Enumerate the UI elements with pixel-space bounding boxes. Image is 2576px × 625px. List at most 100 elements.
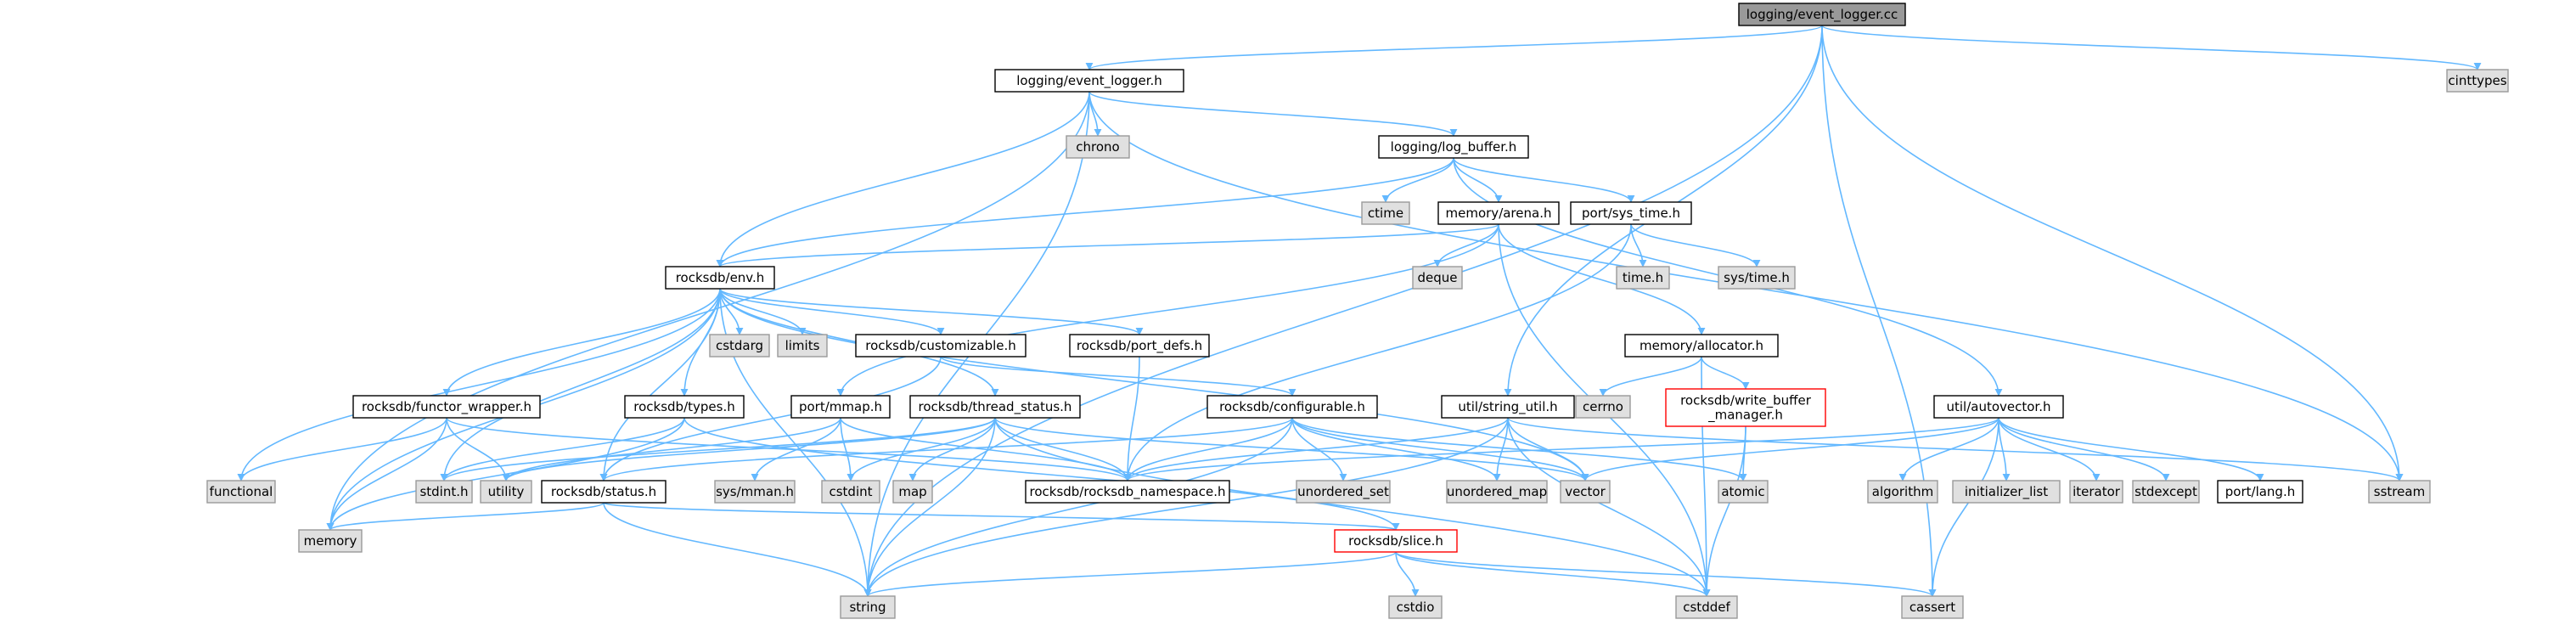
node-rocksdb-configurable-h[interactable]: rocksdb/configurable.h [1206,395,1378,419]
edge-logging-event-logger-h-to-rocksdb-env-h [716,91,1090,267]
node-algorithm: algorithm [1867,480,1938,504]
node-box-logging-event-logger-cc [1738,3,1906,26]
edge-memory-arena-h-to-memory-allocator-h [1498,223,1706,335]
node-rocksdb-slice-h[interactable]: rocksdb/slice.h [1334,529,1458,553]
node-label-vector: vector [1565,484,1606,499]
edge-util-autovector-h-to-port-lang-h [1998,417,2264,481]
edge-rocksdb-configurable-h-to-string [863,417,1293,597]
node-rocksdb-port-defs-h[interactable]: rocksdb/port_defs.h [1069,334,1210,358]
edge-logging-event-logger-cc-to-sstream [1821,25,2404,481]
edge-rocksdb-configurable-h-to-rocksdb-status-h [599,417,1293,481]
node-box-cstdio [1388,595,1443,619]
edge-port-sys-time-h-to-rocksdb-rocksdb-namespace-h [1123,223,1632,481]
node-box-rocksdb-port-defs-h [1069,334,1210,358]
edge-rocksdb-thread-status-h-to-cstdint [846,417,996,481]
node-box-algorithm [1867,480,1938,504]
edge-logging-event-logger-cc-to-string [863,25,1823,597]
node-label-rocksdb-types-h: rocksdb/types.h [633,399,734,414]
edge-logging-log-buffer-h-to-rocksdb-env-h [716,157,1454,267]
node-box-cstdint [821,480,880,504]
node-rocksdb-env-h[interactable]: rocksdb/env.h [665,266,775,290]
edges-layer [237,25,2482,597]
node-rocksdb-write-buffer-manager-h[interactable]: rocksdb/write_buffer_manager.h [1665,388,1826,427]
edge-rocksdb-slice-h-to-cstddef [1395,551,1711,597]
node-box-vector [1560,480,1611,504]
node-label-algorithm: algorithm [1872,484,1933,499]
node-label-rocksdb-thread-status-h: rocksdb/thread_status.h [919,399,1072,415]
node-rocksdb-thread-status-h[interactable]: rocksdb/thread_status.h [909,395,1081,419]
node-label-map: map [898,484,926,499]
node-label-memory-allocator-h: memory/allocator.h [1640,338,1763,353]
edge-util-string-util-h-to-sstream [1507,417,2404,481]
node-box-stdexcept [2132,480,2200,504]
node-label-memory: memory [304,533,357,549]
edge-rocksdb-env-h-to-vector [719,288,1589,481]
node-label-sys-time-h: sys/time.h [1724,270,1790,285]
node-port-mmap-h[interactable]: port/mmap.h [790,395,891,419]
node-vector: vector [1560,480,1611,504]
node-iterator: iterator [2069,480,2123,504]
node-box-rocksdb-customizable-h [855,334,1026,358]
edge-rocksdb-thread-status-h-to-string [863,417,996,597]
node-cinttypes: cinttypes [2446,69,2509,93]
edge-rocksdb-thread-status-h-to-cstddef [994,417,1711,597]
edge-util-string-util-h-to-string [863,417,1509,597]
node-logging-event-logger-cc: logging/event_logger.cc [1738,3,1906,26]
node-label-cstdarg: cstdarg [716,338,763,353]
node-rocksdb-functor-wrapper-h[interactable]: rocksdb/functor_wrapper.h [352,395,541,419]
node-label-cstddef: cstddef [1683,600,1730,615]
node-util-string-util-h[interactable]: util/string_util.h [1441,395,1575,419]
edge-rocksdb-status-h-to-rocksdb-slice-h [603,502,1399,531]
edge-port-mmap-h-to-utility [502,417,841,481]
node-box-functional [206,480,276,504]
edge-rocksdb-configurable-h-to-rocksdb-rocksdb-namespace-h [1123,417,1293,481]
edge-rocksdb-types-h-to-stdint-h [440,417,685,481]
node-box-memory [298,529,363,553]
edge-rocksdb-env-h-to-rocksdb-status-h [599,288,721,481]
node-util-autovector-h[interactable]: util/autovector.h [1933,395,2064,419]
node-box-cassert [1901,595,1964,619]
node-box-rocksdb-slice-h [1334,529,1458,553]
node-memory-allocator-h[interactable]: memory/allocator.h [1624,334,1779,358]
edge-rocksdb-configurable-h-to-unordered-map [1291,417,1501,481]
edge-port-mmap-h-to-cstdint [840,417,855,481]
node-cstdio: cstdio [1388,595,1443,619]
edge-rocksdb-env-h-to-rocksdb-functor-wrapper-h [442,288,721,397]
node-box-iterator [2069,480,2123,504]
node-port-sys-time-h[interactable]: port/sys_time.h [1570,201,1692,225]
edge-rocksdb-env-h-to-functional [237,288,721,481]
node-label-rocksdb-port-defs-h: rocksdb/port_defs.h [1077,338,1202,354]
edge-util-string-util-h-to-rocksdb-rocksdb-namespace-h [1123,417,1509,481]
node-box-rocksdb-env-h [665,266,775,290]
node-rocksdb-rocksdb-namespace-h[interactable]: rocksdb/rocksdb_namespace.h [1025,480,1230,504]
edge-rocksdb-thread-status-h-to-vector [994,417,1589,481]
node-label-rocksdb-slice-h: rocksdb/slice.h [1348,533,1443,549]
edge-rocksdb-env-h-to-limits [719,288,807,335]
node-utility: utility [480,480,532,504]
node-logging-log-buffer-h[interactable]: logging/log_buffer.h [1378,135,1529,159]
edge-rocksdb-port-defs-h-to-rocksdb-rocksdb-namespace-h [1123,356,1140,481]
node-rocksdb-types-h[interactable]: rocksdb/types.h [624,395,745,419]
node-rocksdb-status-h[interactable]: rocksdb/status.h [541,480,666,504]
node-label-port-sys-time-h: port/sys_time.h [1582,206,1680,222]
node-box-atomic [1718,480,1769,504]
node-memory-arena-h[interactable]: memory/arena.h [1437,201,1560,225]
node-box-rocksdb-functor-wrapper-h [352,395,541,419]
edge-util-autovector-h-to-initializer-list [1998,417,2011,481]
node-deque: deque [1412,266,1463,290]
node-logging-event-logger-h[interactable]: logging/event_logger.h [994,69,1184,93]
node-rocksdb-customizable-h[interactable]: rocksdb/customizable.h [855,334,1026,358]
node-box-logging-log-buffer-h [1378,135,1529,159]
node-label-rocksdb-env-h: rocksdb/env.h [676,270,765,285]
node-port-lang-h[interactable]: port/lang.h [2217,480,2303,504]
edge-port-mmap-h-to-sys-mman-h [751,417,841,481]
edge-rocksdb-types-h-to-rocksdb-slice-h [683,417,1400,531]
edge-rocksdb-functor-wrapper-h-to-utility [446,417,510,481]
node-unordered-set: unordered_set [1296,480,1391,504]
node-box-util-string-util-h [1441,395,1575,419]
edge-rocksdb-slice-h-to-cstdio [1395,551,1420,597]
edge-rocksdb-status-h-to-string [603,502,872,597]
edge-rocksdb-env-h-to-stdint-h [440,288,721,481]
node-box-rocksdb-write-buffer-manager-h [1665,388,1826,427]
